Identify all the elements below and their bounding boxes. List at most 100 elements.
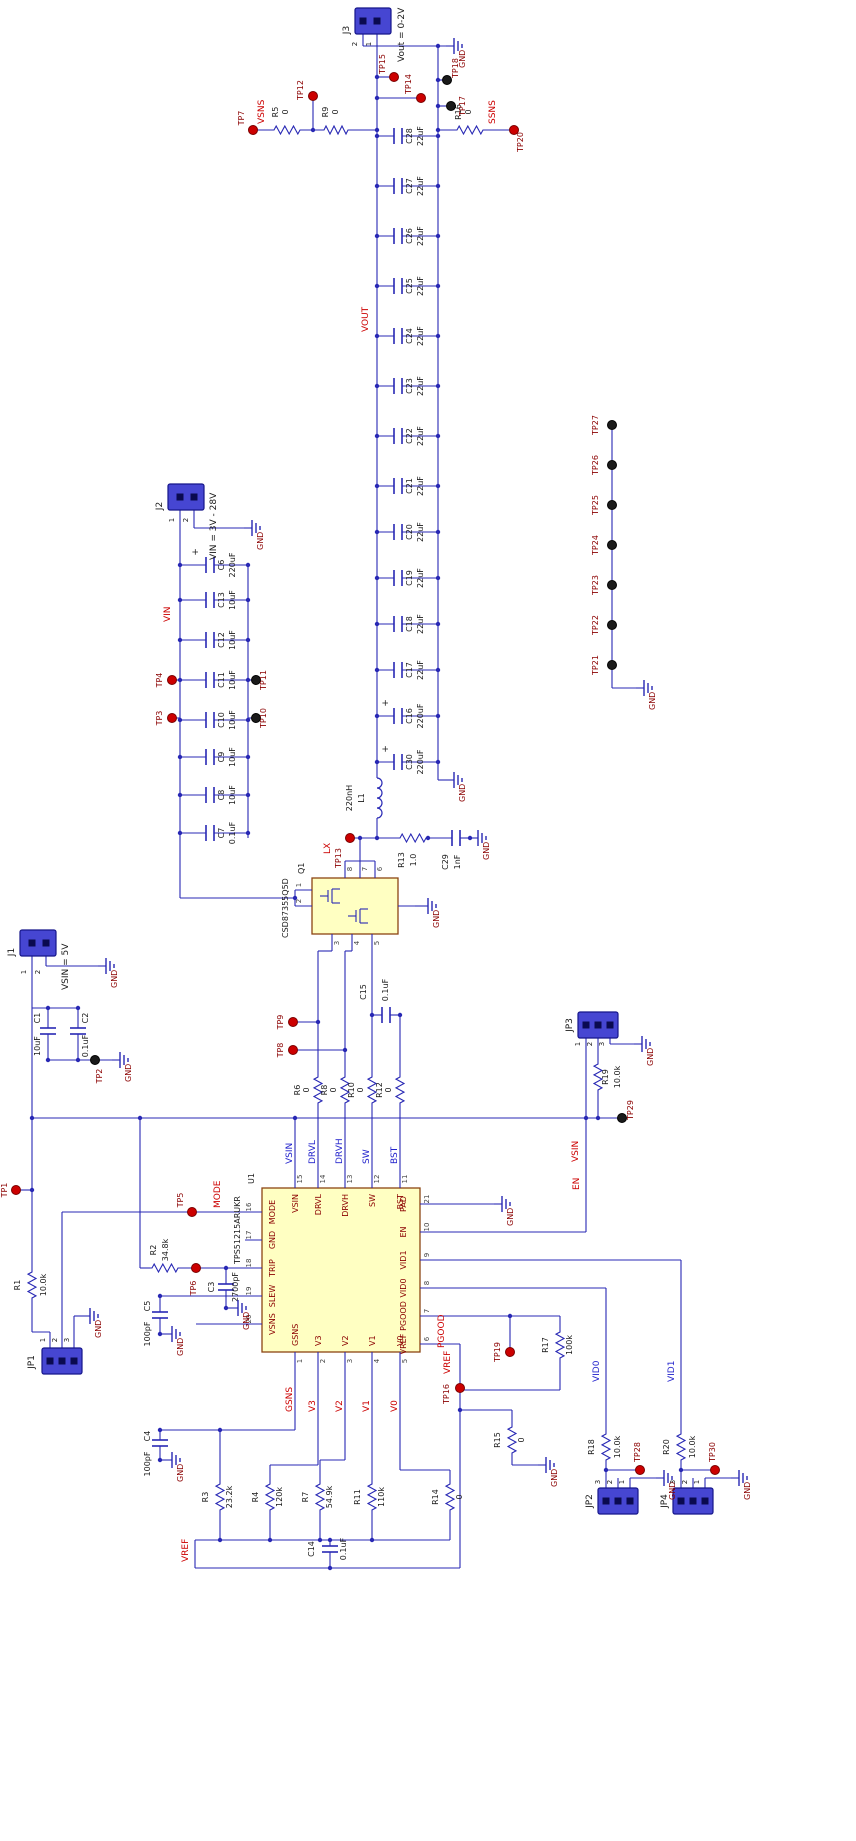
testpoint-TP19[interactable]: TP19 [493, 1342, 515, 1363]
testpoint-dot[interactable] [617, 1113, 627, 1123]
ic-body[interactable] [311, 877, 399, 935]
connector-body[interactable] [19, 929, 57, 957]
testpoint-TP13[interactable]: TP13 [334, 833, 355, 869]
connector-JP4[interactable] [672, 1487, 714, 1515]
testpoint-dot[interactable] [308, 91, 318, 101]
testpoint-dot[interactable] [455, 1383, 465, 1393]
testpoint-dot[interactable] [446, 101, 456, 111]
ic-body[interactable] [261, 1187, 421, 1353]
testpoint-TP21[interactable]: TP21 [591, 655, 617, 676]
testpoint-dot[interactable] [607, 500, 617, 510]
connector-JP3[interactable] [577, 1011, 619, 1039]
testpoint-dot[interactable] [710, 1465, 720, 1475]
testpoint-dot[interactable] [251, 713, 261, 723]
testpoint-TP12[interactable]: TP12 [296, 80, 318, 101]
testpoint-dot[interactable] [607, 460, 617, 470]
testpoint-dot[interactable] [505, 1347, 515, 1357]
testpoint-TP20[interactable]: TP20 [509, 125, 526, 153]
testpoint-TP1[interactable]: TP1 [0, 1183, 21, 1199]
testpoint-dot[interactable] [191, 1263, 201, 1273]
connector-JP2[interactable] [597, 1487, 639, 1515]
testpoint-dot[interactable] [251, 675, 261, 685]
testpoint-dot[interactable] [607, 540, 617, 550]
testpoint-TP4[interactable]: TP4 [155, 673, 177, 689]
testpoint-dot[interactable] [607, 420, 617, 430]
testpoint-dot[interactable] [248, 125, 258, 135]
testpoint-dot[interactable] [607, 660, 617, 670]
testpoint-dot[interactable] [288, 1045, 298, 1055]
connector-body[interactable] [167, 483, 205, 511]
testpoint-dot[interactable] [187, 1207, 197, 1217]
capacitor-C2[interactable]: C20.1uF [70, 1005, 90, 1063]
testpoint-TP24[interactable]: TP24 [591, 535, 617, 556]
testpoint-TP30[interactable]: TP30 [708, 1442, 720, 1475]
testpoint-TP7[interactable]: TP7 [237, 111, 258, 135]
testpoint-TP15[interactable]: TP15 [378, 54, 399, 82]
testpoint-dot[interactable] [288, 1017, 298, 1027]
testpoint-TP10[interactable]: TP10 [251, 708, 269, 729]
testpoint-TP25[interactable]: TP25 [591, 495, 617, 516]
testpoint-TP27[interactable]: TP27 [591, 415, 617, 436]
testpoint-dot[interactable] [90, 1055, 100, 1065]
testpoint-TP9[interactable]: TP9 [276, 1015, 298, 1031]
connector-J3[interactable] [354, 7, 392, 35]
testpoint-TP18[interactable]: TP18 [442, 58, 461, 85]
testpoint-dot[interactable] [11, 1185, 21, 1195]
connector-JP1[interactable] [41, 1347, 83, 1375]
testpoint-TP6[interactable]: TP6 [189, 1263, 201, 1297]
testpoint-dot[interactable] [167, 675, 177, 685]
testpoint-TP16[interactable]: TP16 [442, 1383, 465, 1405]
testpoint-dot[interactable] [607, 580, 617, 590]
testpoint-TP17[interactable]: TP17 [446, 96, 468, 117]
testpoint-dot[interactable] [416, 93, 426, 103]
testpoint-TP2[interactable]: TP2 [90, 1055, 105, 1085]
testpoint-TP11[interactable]: TP11 [251, 670, 269, 691]
testpoint-dot[interactable] [389, 72, 399, 82]
connector-J2[interactable] [167, 483, 205, 511]
